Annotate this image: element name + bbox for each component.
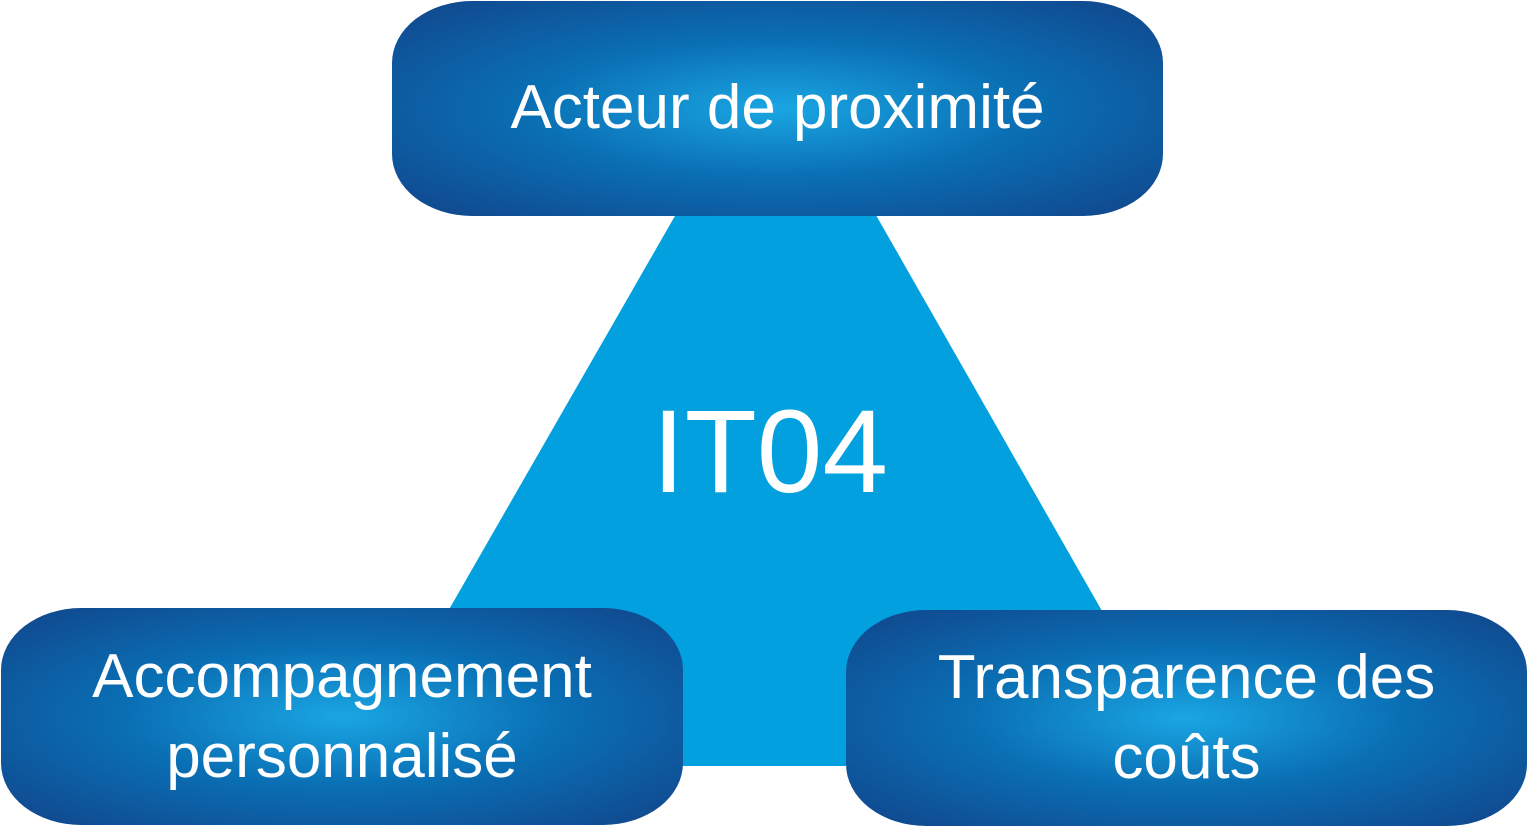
- node-transparence-des-couts: Transparence des coûts: [846, 610, 1527, 826]
- node-label: Accompagnement personnalisé: [92, 641, 592, 791]
- node-acteur-de-proximite: Acteur de proximité: [392, 1, 1163, 216]
- node-label: Acteur de proximité: [510, 72, 1045, 142]
- node-label: Transparence des coûts: [937, 643, 1436, 792]
- node-accompagnement-personnalise: Accompagnement personnalisé: [1, 608, 683, 825]
- center-label: IT04: [651, 386, 889, 518]
- triangle-shape: [420, 40, 1130, 766]
